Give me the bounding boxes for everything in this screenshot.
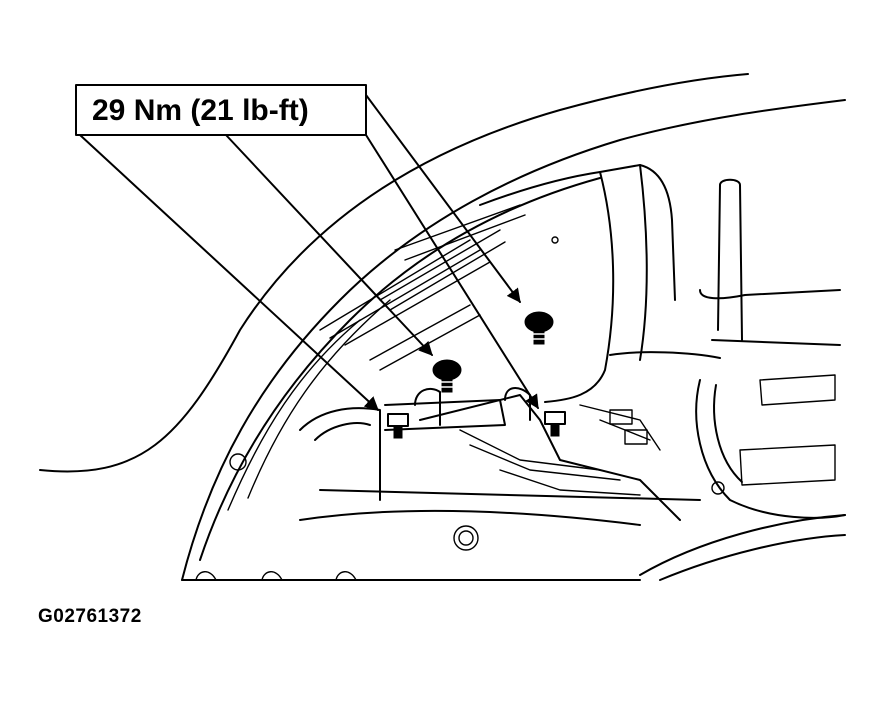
figure-id: G02761372	[38, 606, 142, 627]
torque-label: 29 Nm (21 lb-ft)	[92, 94, 309, 127]
quarter-panel	[479, 164, 841, 403]
arrow-icon	[225, 134, 433, 356]
bolt-icon	[432, 359, 462, 393]
arrow-icon	[79, 134, 379, 411]
lower-structure	[181, 394, 701, 581]
torque-callout: 29 Nm (21 lb-ft)	[75, 84, 367, 136]
panel-streaks	[319, 204, 526, 371]
bolt-icon	[544, 411, 566, 437]
body-outline	[39, 73, 846, 581]
arrow-icon	[365, 134, 539, 409]
arrow-icon	[365, 94, 521, 303]
bolt-icon	[524, 311, 554, 345]
leader-lines	[79, 94, 539, 411]
bolt-icon	[387, 413, 409, 439]
right-trim	[639, 374, 846, 581]
